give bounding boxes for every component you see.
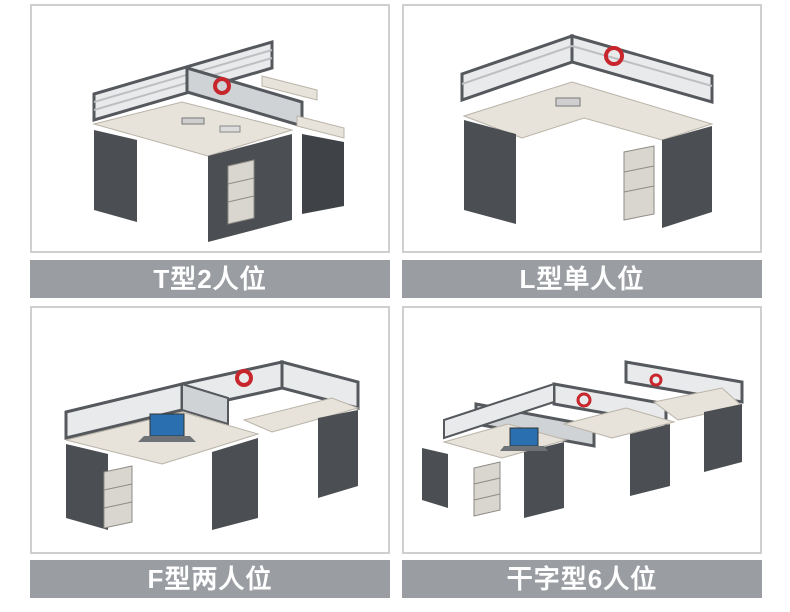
product-image-f-type[interactable] [30, 306, 390, 554]
product-label-l-type: L型单人位 [402, 260, 762, 298]
t-type-workstation-illustration [92, 39, 345, 242]
product-label-f-type: F型两人位 [30, 560, 390, 598]
l-type-workstation-illustration [460, 33, 714, 228]
product-image-t-type[interactable] [30, 4, 390, 253]
product-image-gan-type[interactable] [402, 306, 762, 554]
f-type-workstation-illustration [64, 360, 360, 530]
gan-type-workstation-illustration [422, 360, 744, 518]
product-label-t-type: T型2人位 [30, 260, 390, 298]
product-image-l-type[interactable] [402, 4, 762, 253]
product-label-gan-type: 干字型6人位 [402, 560, 762, 598]
